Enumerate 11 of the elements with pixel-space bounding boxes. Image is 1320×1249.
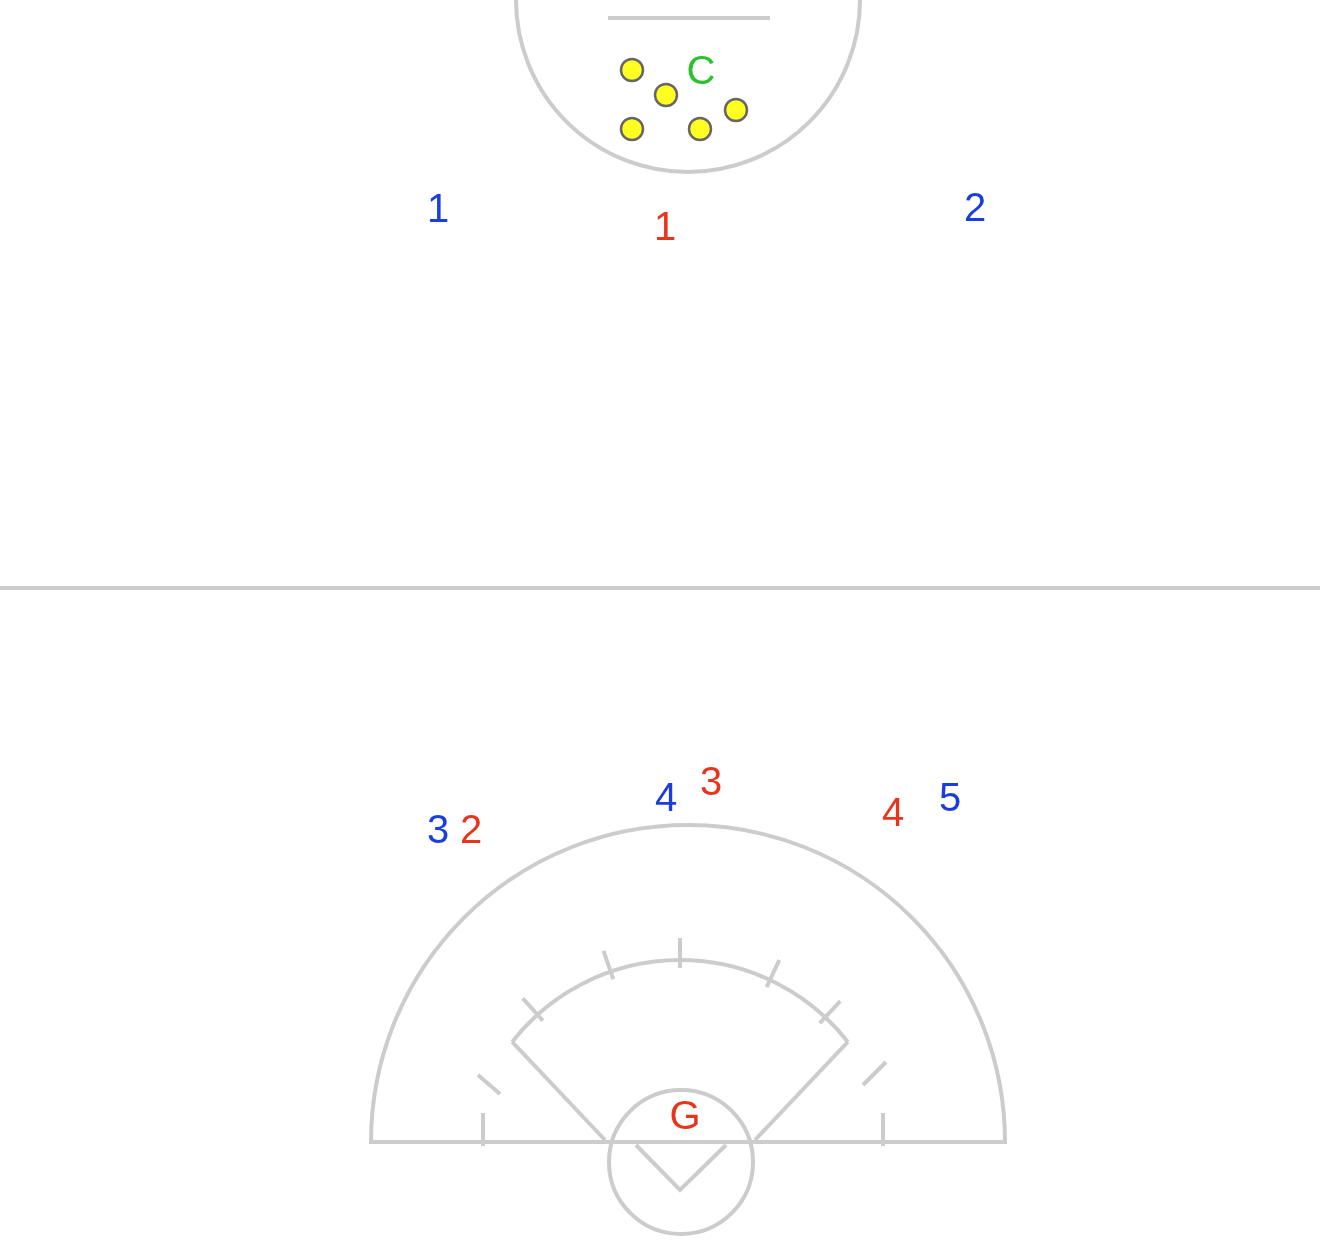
player-number: 4 [881, 792, 905, 832]
player-number: 2 [459, 809, 483, 849]
player-number: 5 [938, 777, 962, 817]
player-number: 2 [963, 187, 987, 227]
position-letter: G [669, 1095, 701, 1135]
position-letter: C [686, 50, 716, 90]
player-number: 1 [653, 206, 677, 246]
player-number: 3 [699, 761, 723, 801]
player-number: 3 [426, 809, 450, 849]
player-number: 4 [654, 777, 678, 817]
player-number: 1 [426, 188, 450, 228]
